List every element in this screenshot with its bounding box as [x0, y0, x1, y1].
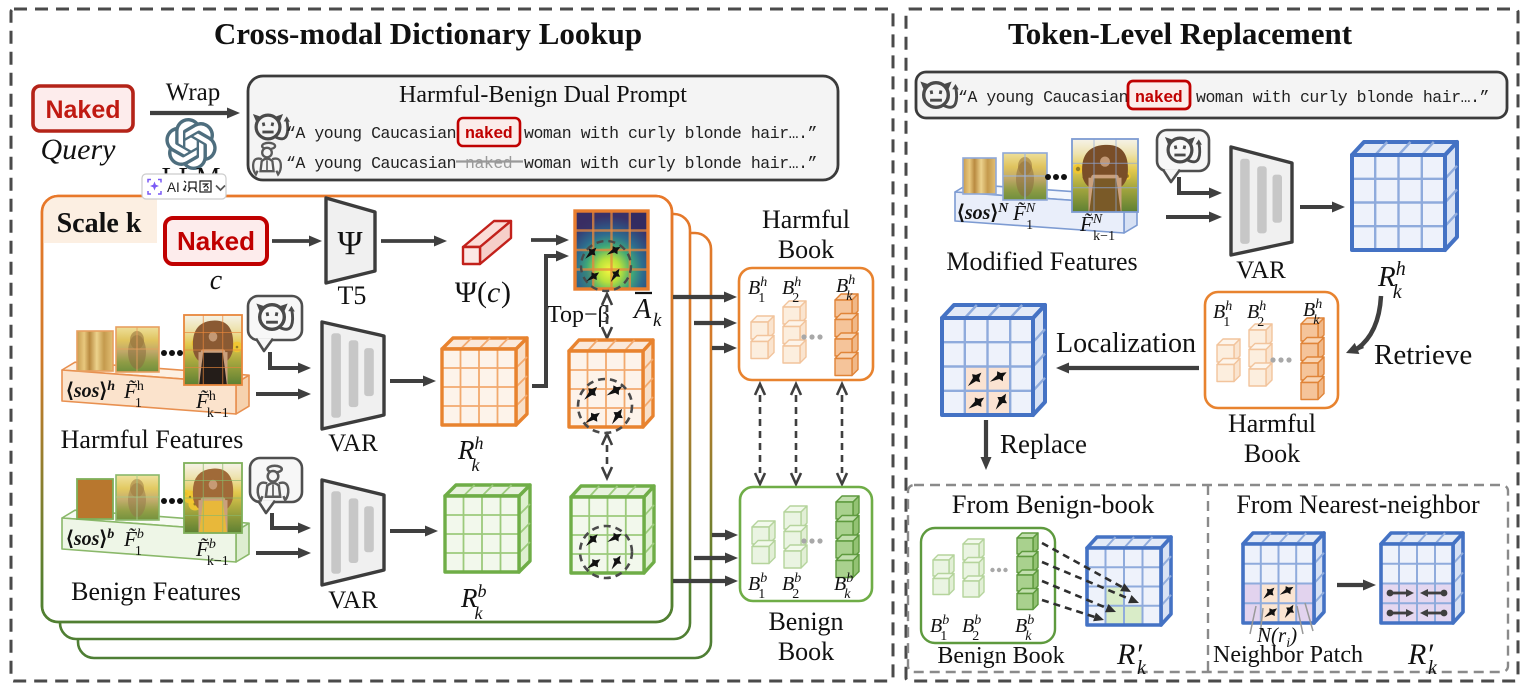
svg-text:Book: Book [1244, 439, 1300, 468]
svg-text:⟨sos⟩h: ⟨sos⟩h [66, 379, 115, 402]
svg-text:N(ri): N(ri) [1256, 623, 1297, 651]
svg-text:Ψ: Ψ [337, 225, 362, 262]
svg-text:“A young Caucasian: “A young Caucasian [958, 88, 1128, 107]
svg-text:Localization: Localization [1056, 328, 1196, 359]
svg-text:Naked: Naked [45, 96, 120, 124]
svg-text:Bb2: Bb2 [782, 571, 801, 602]
svg-text:woman with curly blonde hair….: woman with curly blonde hair….” [524, 124, 817, 143]
svg-text:Bb1: Bb1 [930, 613, 949, 644]
svg-text:“A young Caucasian: “A young Caucasian [286, 124, 456, 143]
svg-text:Top−β: Top−β [547, 302, 610, 328]
svg-text:woman with curly blonde hair….: woman with curly blonde hair….” [524, 154, 817, 173]
svg-text:Bb2: Bb2 [962, 613, 981, 644]
svg-text:Modified Features: Modified Features [946, 247, 1137, 276]
svg-text:From Nearest-neighbor: From Nearest-neighbor [1236, 490, 1480, 519]
svg-text:Harmful Features: Harmful Features [61, 425, 244, 454]
svg-text:Benign Book: Benign Book [937, 643, 1064, 669]
svg-text:Bhk: Bhk [836, 273, 855, 304]
svg-text:k: k [1137, 657, 1147, 679]
svg-text:Bbk: Bbk [1015, 613, 1034, 644]
svg-text:VAR: VAR [1236, 257, 1286, 284]
svg-text:Scale k: Scale k [57, 208, 142, 239]
svg-text:Benign: Benign [768, 607, 843, 636]
svg-text:A: A [632, 294, 652, 325]
svg-text:woman with curly blonde hair….: woman with curly blonde hair….” [1196, 88, 1489, 107]
svg-text:VAR: VAR [328, 430, 378, 457]
svg-text:naked: naked [465, 154, 512, 173]
svg-text:Token-Level Replacement: Token-Level Replacement [1008, 16, 1353, 51]
svg-text:Cross-modal Dictionary Lookup: Cross-modal Dictionary Lookup [214, 16, 642, 51]
svg-text:Harmful: Harmful [1228, 409, 1316, 438]
svg-text:Book: Book [778, 637, 834, 666]
svg-text:c: c [210, 265, 223, 296]
svg-text:Neighbor Patch: Neighbor Patch [1213, 642, 1363, 668]
svg-text:⟨sos⟩N: ⟨sos⟩N [957, 201, 1009, 224]
svg-text:Harmful: Harmful [762, 205, 850, 234]
svg-text:R′: R′ [1116, 638, 1142, 671]
svg-text:Bh1: Bh1 [1213, 299, 1232, 330]
svg-text:k: k [653, 310, 662, 331]
svg-text:Bhk: Bhk [1303, 297, 1322, 328]
svg-text:): ) [501, 276, 511, 309]
svg-text:⟨sos⟩b: ⟨sos⟩b [66, 527, 114, 550]
svg-text:Bh1: Bh1 [748, 275, 767, 306]
svg-text:Replace: Replace [1000, 429, 1087, 459]
svg-text:naked: naked [465, 124, 512, 143]
svg-text:Harmful-Benign Dual Prompt: Harmful-Benign Dual Prompt [399, 82, 687, 108]
svg-text:Book: Book [778, 235, 834, 264]
svg-text:Retrieve: Retrieve [1374, 339, 1472, 371]
svg-text:Bbk: Bbk [834, 571, 853, 602]
svg-text:Bh2: Bh2 [1247, 299, 1266, 330]
svg-text:Ψ(: Ψ( [455, 276, 487, 309]
svg-text:Naked: Naked [177, 226, 255, 256]
svg-text:Query: Query [41, 133, 117, 166]
svg-text:T5: T5 [338, 281, 367, 310]
svg-text:Bh2: Bh2 [782, 275, 801, 306]
svg-text:“A young Caucasian: “A young Caucasian [286, 154, 456, 173]
svg-text:naked: naked [1135, 88, 1182, 107]
svg-text:VAR: VAR [328, 587, 378, 614]
svg-text:Benign Features: Benign Features [71, 577, 241, 606]
svg-text:Wrap: Wrap [166, 79, 221, 106]
svg-text:AI: AI [167, 180, 180, 195]
svg-text:c: c [487, 276, 500, 309]
svg-text:k: k [1428, 657, 1438, 679]
svg-text:From Benign-book: From Benign-book [952, 489, 1155, 519]
svg-text:R′: R′ [1407, 638, 1433, 671]
svg-text:Bb1: Bb1 [748, 571, 767, 602]
